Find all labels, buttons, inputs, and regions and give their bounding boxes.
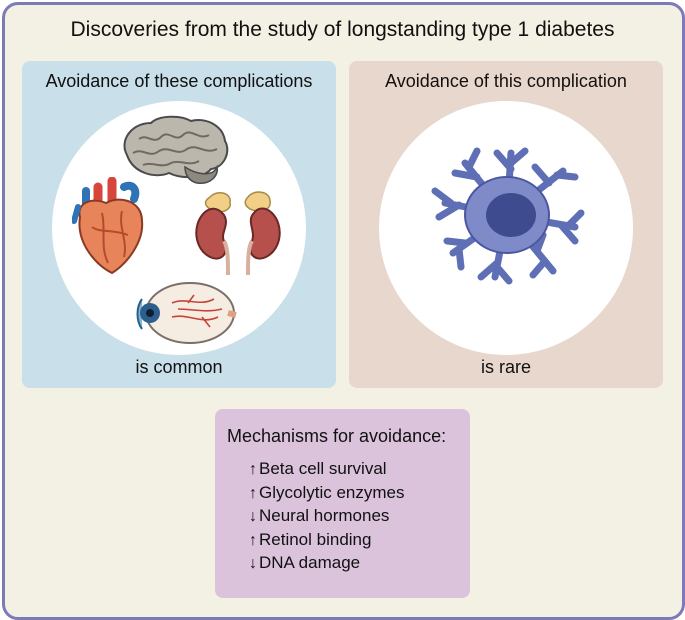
figure-title: Discoveries from the study of longstandi… <box>70 18 615 41</box>
neuron-circle <box>379 101 633 355</box>
down-arrow-icon: ↓ <box>249 555 257 572</box>
mechanism-item: ↑Glycolytic enzymes <box>249 481 404 505</box>
mechanism-label: Glycolytic enzymes <box>259 482 405 502</box>
mechanism-label: Retinol binding <box>259 529 372 549</box>
mechanisms-title: Mechanisms for avoidance: <box>227 426 447 446</box>
mechanism-item: ↓DNA damage <box>249 551 404 575</box>
mechanism-item: ↑Retinol binding <box>249 528 404 552</box>
rare-avoidance-heading: Avoidance of this complication <box>385 71 627 91</box>
organs-circle <box>52 101 306 355</box>
mechanism-label: Beta cell survival <box>259 459 387 478</box>
down-arrow-icon: ↓ <box>249 508 257 525</box>
up-arrow-icon: ↑ <box>249 531 257 549</box>
common-avoidance-panel: Avoidance of these complications <box>22 61 336 388</box>
up-arrow-icon: ↑ <box>249 484 257 502</box>
up-arrow-icon: ↑ <box>249 461 257 478</box>
mechanisms-box: Mechanisms for avoidance: ↑Beta cell sur… <box>215 409 470 598</box>
mechanism-label: Neural hormones <box>259 506 390 525</box>
neuron-cell-icon <box>431 147 585 285</box>
mechanism-item: ↑Beta cell survival <box>249 457 404 481</box>
kidneys-icon <box>195 191 281 276</box>
rare-avoidance-panel: Avoidance of this complication is rare <box>349 61 663 388</box>
rare-caption: is rare <box>480 357 531 377</box>
heart-icon <box>72 177 144 275</box>
mechanism-item: ↓Neural hormones <box>249 504 404 528</box>
common-caption: is common <box>135 357 223 377</box>
brain-icon <box>123 115 229 184</box>
common-avoidance-heading: Avoidance of these complications <box>45 71 313 91</box>
mechanisms-list: ↑Beta cell survival ↑Glycolytic enzymes … <box>249 457 404 575</box>
eye-icon <box>136 282 237 344</box>
mechanism-label: DNA damage <box>259 553 361 572</box>
